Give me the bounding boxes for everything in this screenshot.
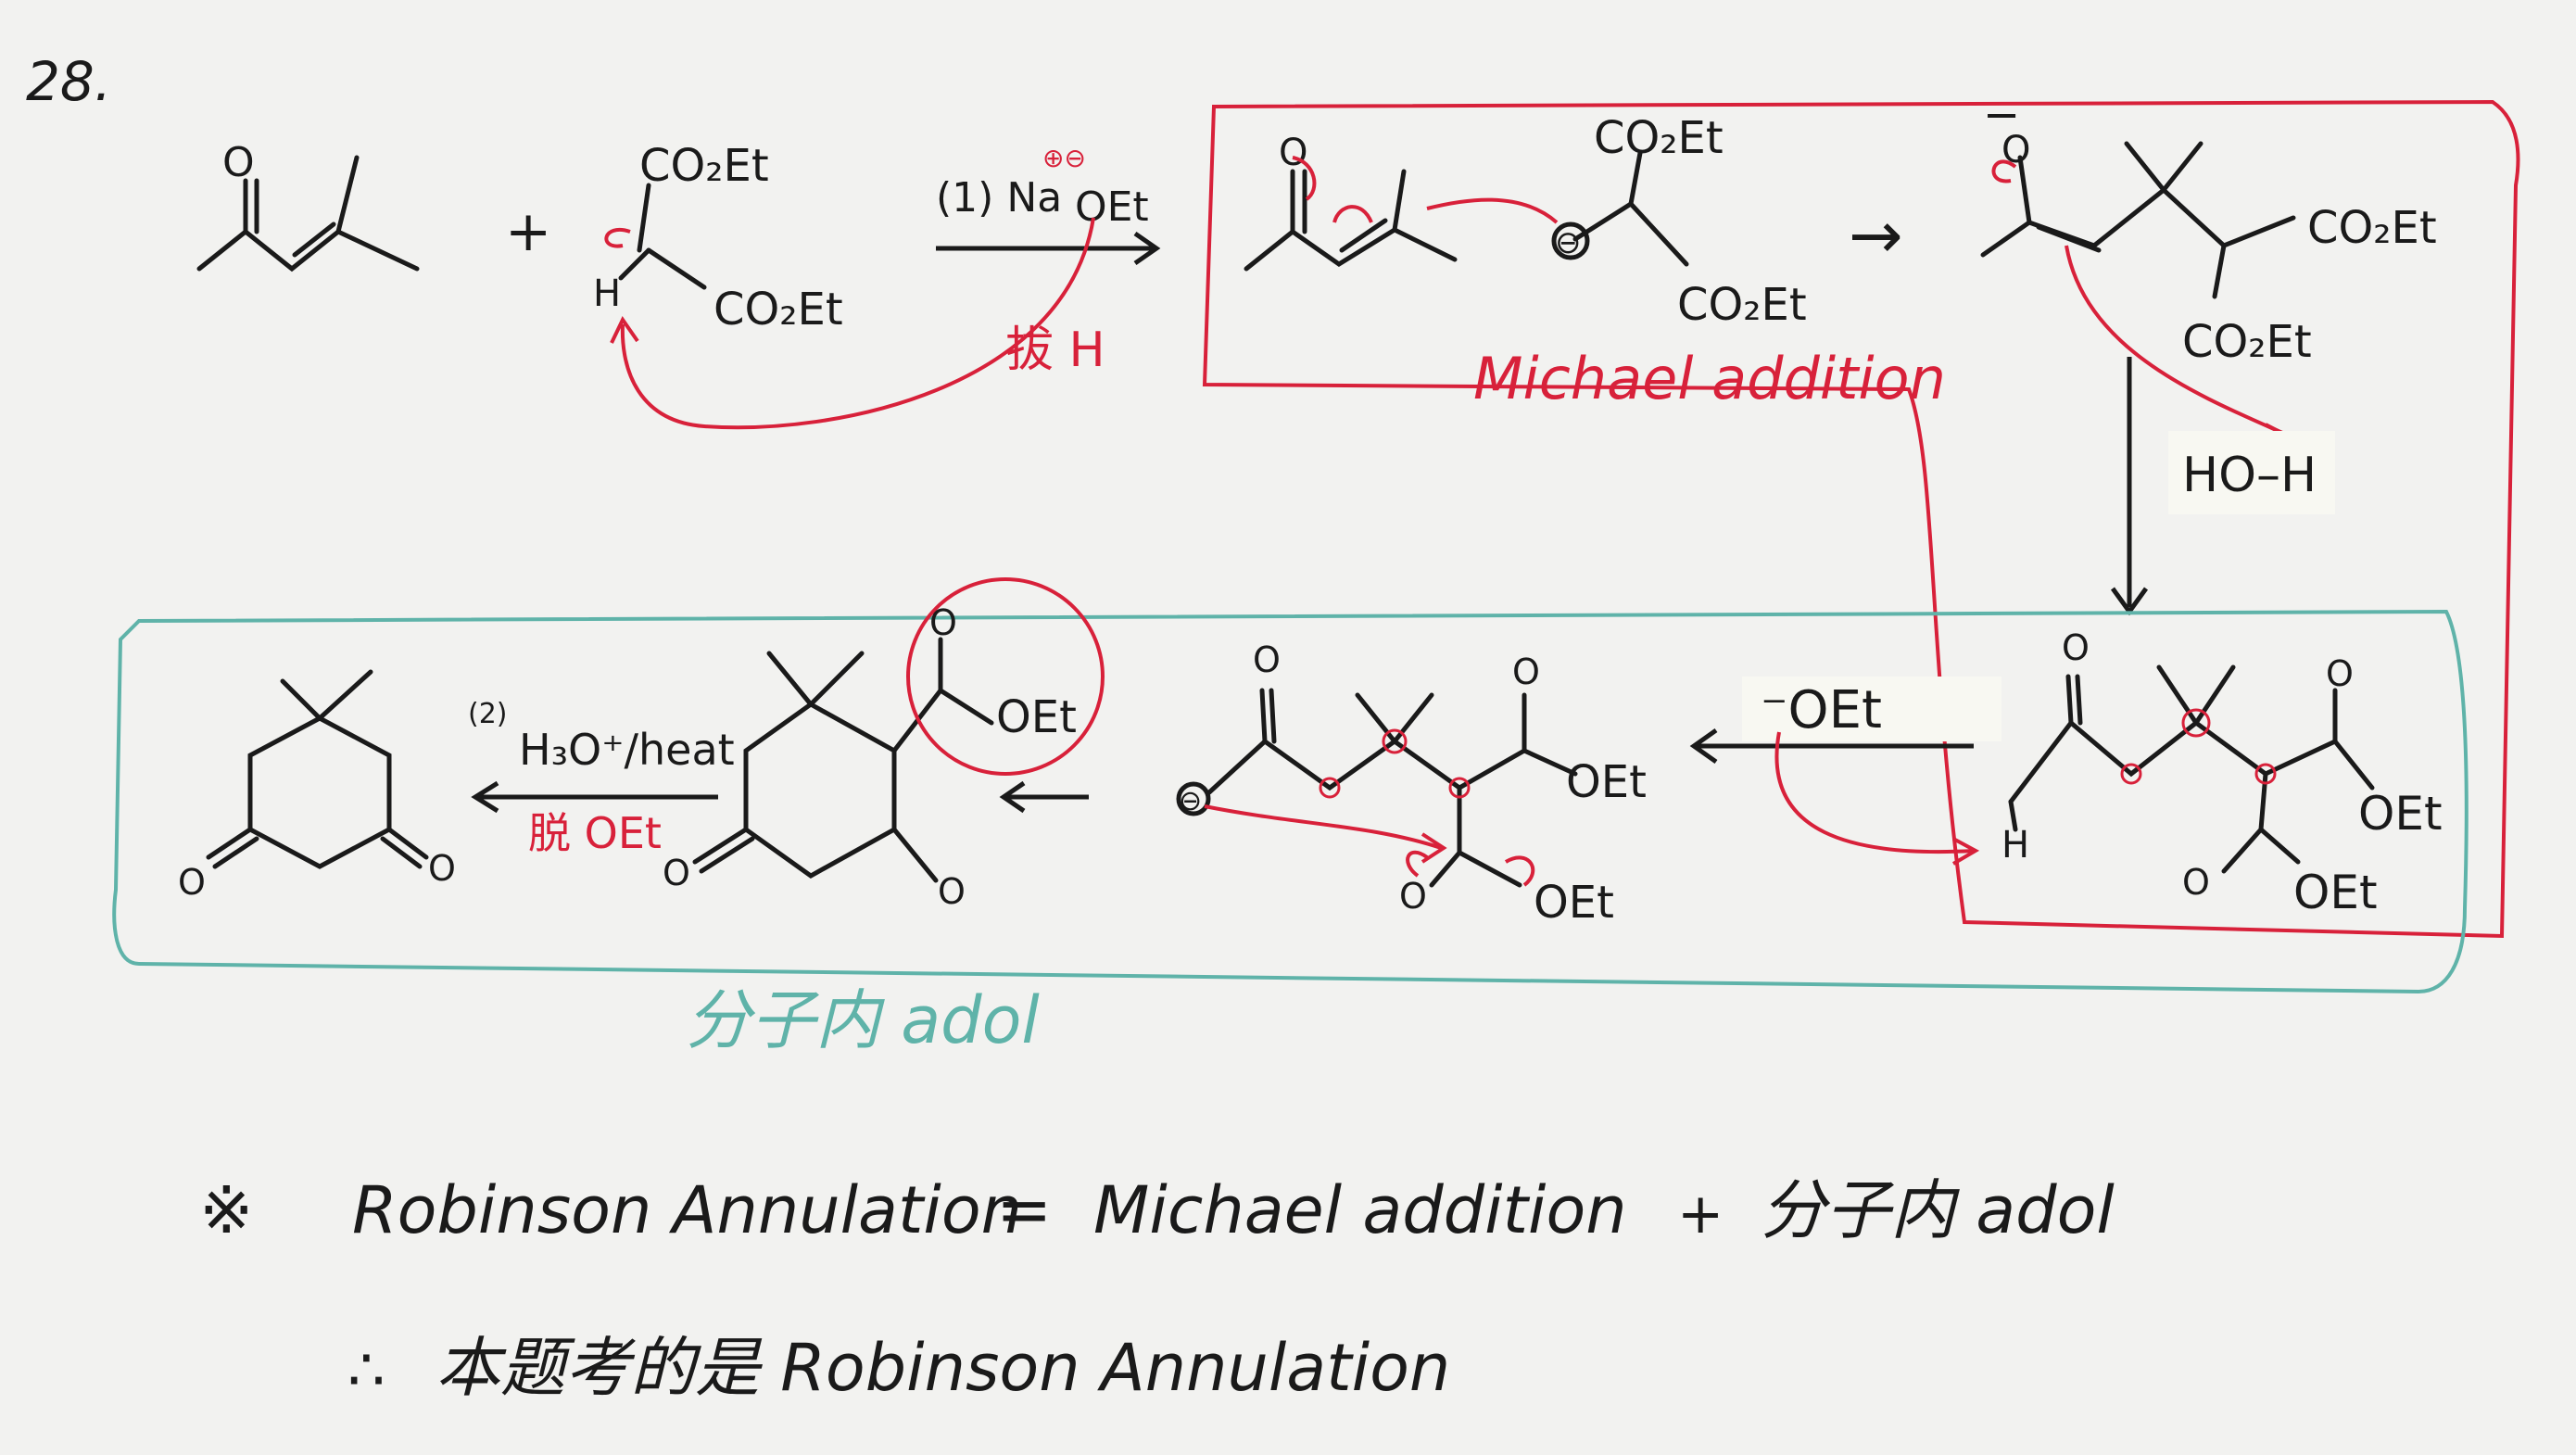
enolate-oxygen-top: O: [1253, 639, 1281, 680]
protonation-curved-arrow: [2065, 245, 2290, 437]
summary-aldol: 分子内 adol: [1761, 1172, 2115, 1248]
keto-diester-structure: [2008, 664, 2375, 874]
box-ester-top: CO₂Et: [1594, 112, 1724, 164]
alkoxide-leaving-curl: [1504, 855, 1535, 887]
enolate-oet-right: OEt: [1566, 756, 1647, 808]
adduct-ester-right: CO₂Et: [2307, 202, 2437, 254]
reaction-arrow-1-head: [1133, 231, 1161, 266]
methylene-mark: [2120, 763, 2142, 785]
summary-robinson: Robinson Annulation: [352, 1172, 1022, 1248]
carbonyl-oxygen-label: O: [222, 139, 255, 186]
box-mesityl-oxide: [1244, 169, 1458, 272]
adduct-oxygen: O: [2001, 129, 2030, 171]
carbonyl-reform-curl: [1406, 850, 1429, 878]
cyclization-arrow-head: [999, 780, 1026, 814]
quaternary-carbon-mark: [2181, 708, 2211, 738]
malonate-top-ester: CO₂Et: [639, 140, 769, 192]
adduct-enolate-curl: [1991, 159, 2017, 183]
box-pi-shift-arrow: [1292, 156, 1317, 201]
michael-box-outline: [1202, 99, 2520, 939]
enolization-arrow-head: [1689, 728, 1718, 765]
michael-addition-label: Michael addition: [1473, 345, 1946, 412]
box-malonate-anion: [1551, 150, 1689, 267]
step2-number: (2): [468, 698, 508, 730]
cyclic-ketone-o-right: O: [938, 871, 966, 912]
ester-oxygen-top: O: [2326, 653, 2354, 694]
ester-oxygen-bottom: O: [2182, 862, 2210, 903]
summary-michael: Michael addition: [1093, 1172, 1627, 1248]
adduct-minus: −: [1983, 89, 2020, 141]
step2-reagent: H₃O⁺/heat: [519, 725, 735, 775]
ester-oet-right: OEt: [2358, 787, 2443, 841]
enolate-anion-charge: ⊖: [1179, 785, 1202, 817]
keto-oxygen-top: O: [2062, 627, 2090, 668]
intramolecular-attack-arrow: [1204, 804, 1442, 850]
summary-conclusion: 本题考的是 Robinson Annulation: [436, 1330, 1450, 1406]
cyclic-ester-oxygen: O: [929, 602, 957, 643]
mesityl-oxide-structure: [196, 155, 420, 272]
adduct-ester-down: CO₂Et: [2182, 316, 2312, 368]
decarboxylation-arrow-head: [471, 780, 499, 814]
summary-symbol: ※: [199, 1172, 254, 1248]
enolization-curved-arrow: [1774, 731, 1975, 854]
box-carbonyl-oxygen: O: [1279, 132, 1307, 174]
box-inner-arrow: →: [1849, 197, 1903, 273]
dimedone-o-right: O: [428, 848, 456, 889]
aldol-box-outline: [112, 609, 2469, 994]
enolate-intermediate-structure: [1176, 688, 1578, 888]
enolization-base: ⁻OEt: [1761, 680, 1882, 740]
enolate-ch2-mark: [1319, 777, 1341, 799]
enolate-adduct-structure: [1980, 141, 2296, 299]
ester-group-highlight: [906, 577, 1105, 776]
box-nucleophile-attack-arrow: [1426, 197, 1559, 224]
deprotonate-note: 拔 H: [1005, 323, 1105, 378]
protonation-reagent: HO–H: [2182, 448, 2317, 503]
cyclic-ester-oet: OEt: [996, 691, 1077, 743]
enolate-oxygen-bottom: O: [1399, 876, 1427, 917]
ester-oet-bottom: OEt: [2293, 866, 2378, 919]
summary-equals: =: [996, 1170, 1052, 1248]
cyclic-ketoester-structure: [692, 637, 994, 883]
malonate-h-label: H: [593, 272, 621, 315]
diethyl-malonate-structure: [618, 183, 707, 290]
box-anion-charge: ⊖: [1555, 224, 1582, 261]
enolate-ch-mark: [1448, 777, 1471, 799]
cyclic-ketone-o-left: O: [663, 853, 690, 893]
box-ester-bottom: CO₂Et: [1677, 279, 1807, 331]
malonate-h-curl: [604, 228, 631, 248]
enolate-quaternary-mark: [1382, 728, 1408, 754]
summary-therefore: ∴: [347, 1336, 385, 1405]
intramolecular-aldol-label: 分子内 adol: [686, 982, 1040, 1058]
summary-plus: +: [1677, 1182, 1724, 1246]
intramolecular-attack-head: [1421, 832, 1447, 864]
reagent-1-label: (1) Na: [936, 174, 1062, 221]
enolization-arrow-head-red: [1951, 837, 1980, 866]
alpha-h-label: H: [2001, 824, 2029, 867]
malonate-ch-mark: [2254, 763, 2277, 785]
deprotonation-arrow-head: [610, 316, 639, 344]
problem-number: 28.: [26, 50, 111, 113]
malonate-bottom-ester: CO₂Et: [713, 284, 843, 335]
enolate-oet-bottom: OEt: [1534, 877, 1614, 929]
box-enone-shift-arrow: [1332, 205, 1373, 223]
plus-sign: +: [505, 199, 551, 264]
step2-note: 脱 OEt: [528, 808, 662, 858]
dimedone-o-left: O: [178, 862, 206, 903]
reagent-1-charge: ⊕⊖: [1042, 143, 1086, 173]
deprotonation-curved-arrow: [620, 217, 1095, 430]
dimedone-structure: [206, 669, 429, 869]
reagent-1-base: OEt: [1075, 183, 1149, 231]
enolate-ester-oxygen: O: [1512, 652, 1540, 692]
